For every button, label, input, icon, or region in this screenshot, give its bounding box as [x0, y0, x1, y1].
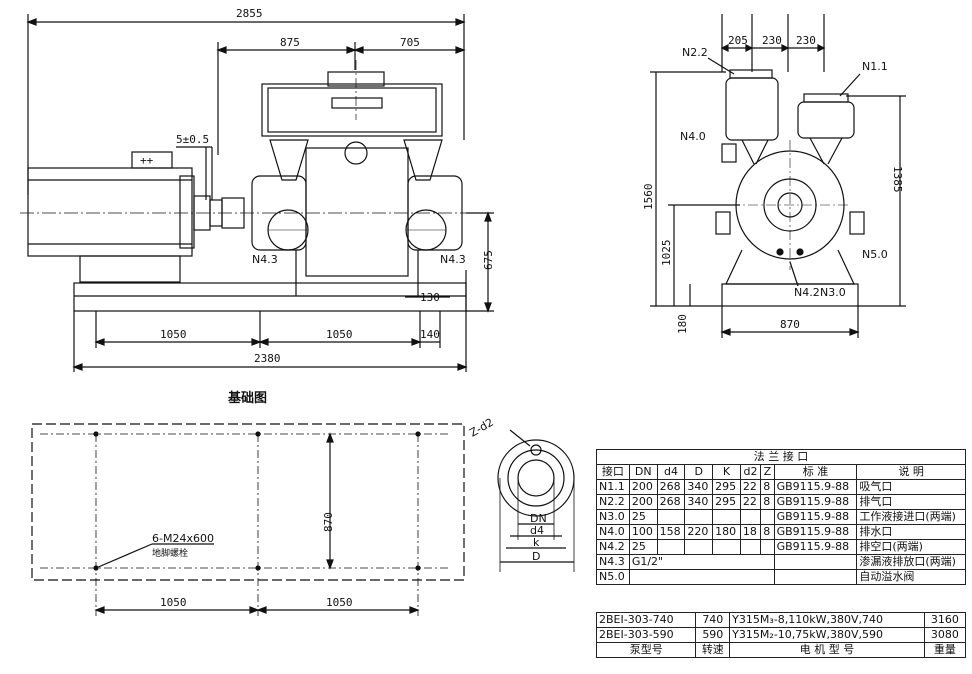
flange-table-header: 接口 DN d4 D K d2 Z 标 准 说 明	[596, 464, 966, 480]
motor-body	[27, 167, 193, 257]
label-n43-left: N4.3	[252, 253, 278, 266]
side-view: 2855 875 705 5±0.5 ++	[20, 7, 495, 372]
dim-overall: 2855	[236, 7, 263, 20]
dim-bottom-right: 140	[420, 328, 440, 341]
end-view: 205 230 230 N2.2 N1.1 N4.0 N5.0 N4.2 N3.…	[642, 14, 906, 338]
detail-d4: d4	[530, 524, 544, 537]
left-bearing-housing	[251, 175, 307, 251]
foundation-right: 1050	[326, 596, 353, 609]
detail-dn: DN	[530, 512, 547, 525]
detail-zd: Z-d2	[467, 416, 495, 440]
dim-bottom-mid: 1050	[326, 328, 353, 341]
label-n22: N2.2	[682, 46, 708, 59]
dim-low-h: 180	[676, 314, 689, 334]
foundation-title: 基础图	[227, 390, 267, 406]
dim-bottom-left: 1050	[160, 328, 187, 341]
model-table-footer: 泵型号转速电 机 型 号重量	[595, 642, 967, 658]
left-inlet-cone	[269, 139, 309, 181]
dim-base: 2380	[254, 352, 281, 365]
label-n30: N3.0	[820, 286, 846, 299]
dim-upper-right: 705	[400, 36, 420, 49]
dim-total-h: 1560	[642, 184, 655, 211]
dim-upper-left: 875	[280, 36, 300, 49]
n22-flange	[729, 69, 773, 79]
dim-top3: 230	[796, 34, 816, 47]
n30-left-nozzle	[715, 211, 731, 235]
right-inlet-cone	[403, 139, 443, 181]
flange-table-title: 法 兰 接 口	[596, 449, 966, 465]
n11-housing	[797, 101, 855, 139]
dim-width: 870	[780, 318, 800, 331]
foundation-plan: 基础图 870 6-M24x600 地脚螺栓 1050 1050	[31, 390, 465, 616]
dim-height: 675	[482, 250, 495, 270]
right-bearing-housing	[407, 175, 463, 251]
end-base	[721, 283, 859, 307]
label-n40: N4.0	[680, 130, 706, 143]
detail-k: k	[533, 536, 540, 549]
bolt-sub: 地脚螺栓	[152, 547, 188, 559]
svg-text:++: ++	[140, 154, 154, 167]
centre-boss	[344, 141, 368, 165]
detail-d: D	[532, 550, 540, 563]
label-n43-right: N4.3	[440, 253, 466, 266]
label-n50: N5.0	[862, 248, 888, 261]
foundation-outline	[31, 423, 465, 581]
dim-top1: 205	[728, 34, 748, 47]
flange-detail: DN d4 k D Z-d2	[467, 416, 575, 572]
foundation-left: 1050	[160, 596, 187, 609]
motor-foot	[79, 255, 181, 283]
foundation-depth: 870	[322, 512, 335, 532]
separator-tank	[261, 83, 443, 137]
pump-casing	[305, 147, 409, 277]
dim-mid-h: 1025	[660, 240, 673, 267]
dim-top2: 230	[762, 34, 782, 47]
dim-offset: 130	[420, 291, 440, 304]
flange-outer	[497, 439, 575, 517]
label-n42: N4.2	[794, 286, 820, 299]
n22-separator	[725, 77, 779, 141]
terminal-box	[131, 151, 173, 169]
dim-right-h: 1385	[891, 166, 904, 193]
n30-right-nozzle	[849, 211, 865, 235]
bolt-note: 6-M24x600	[152, 532, 214, 545]
dim-gap: 5±0.5	[176, 133, 209, 146]
label-n11: N1.1	[862, 60, 888, 73]
n40-nozzle	[721, 143, 737, 163]
